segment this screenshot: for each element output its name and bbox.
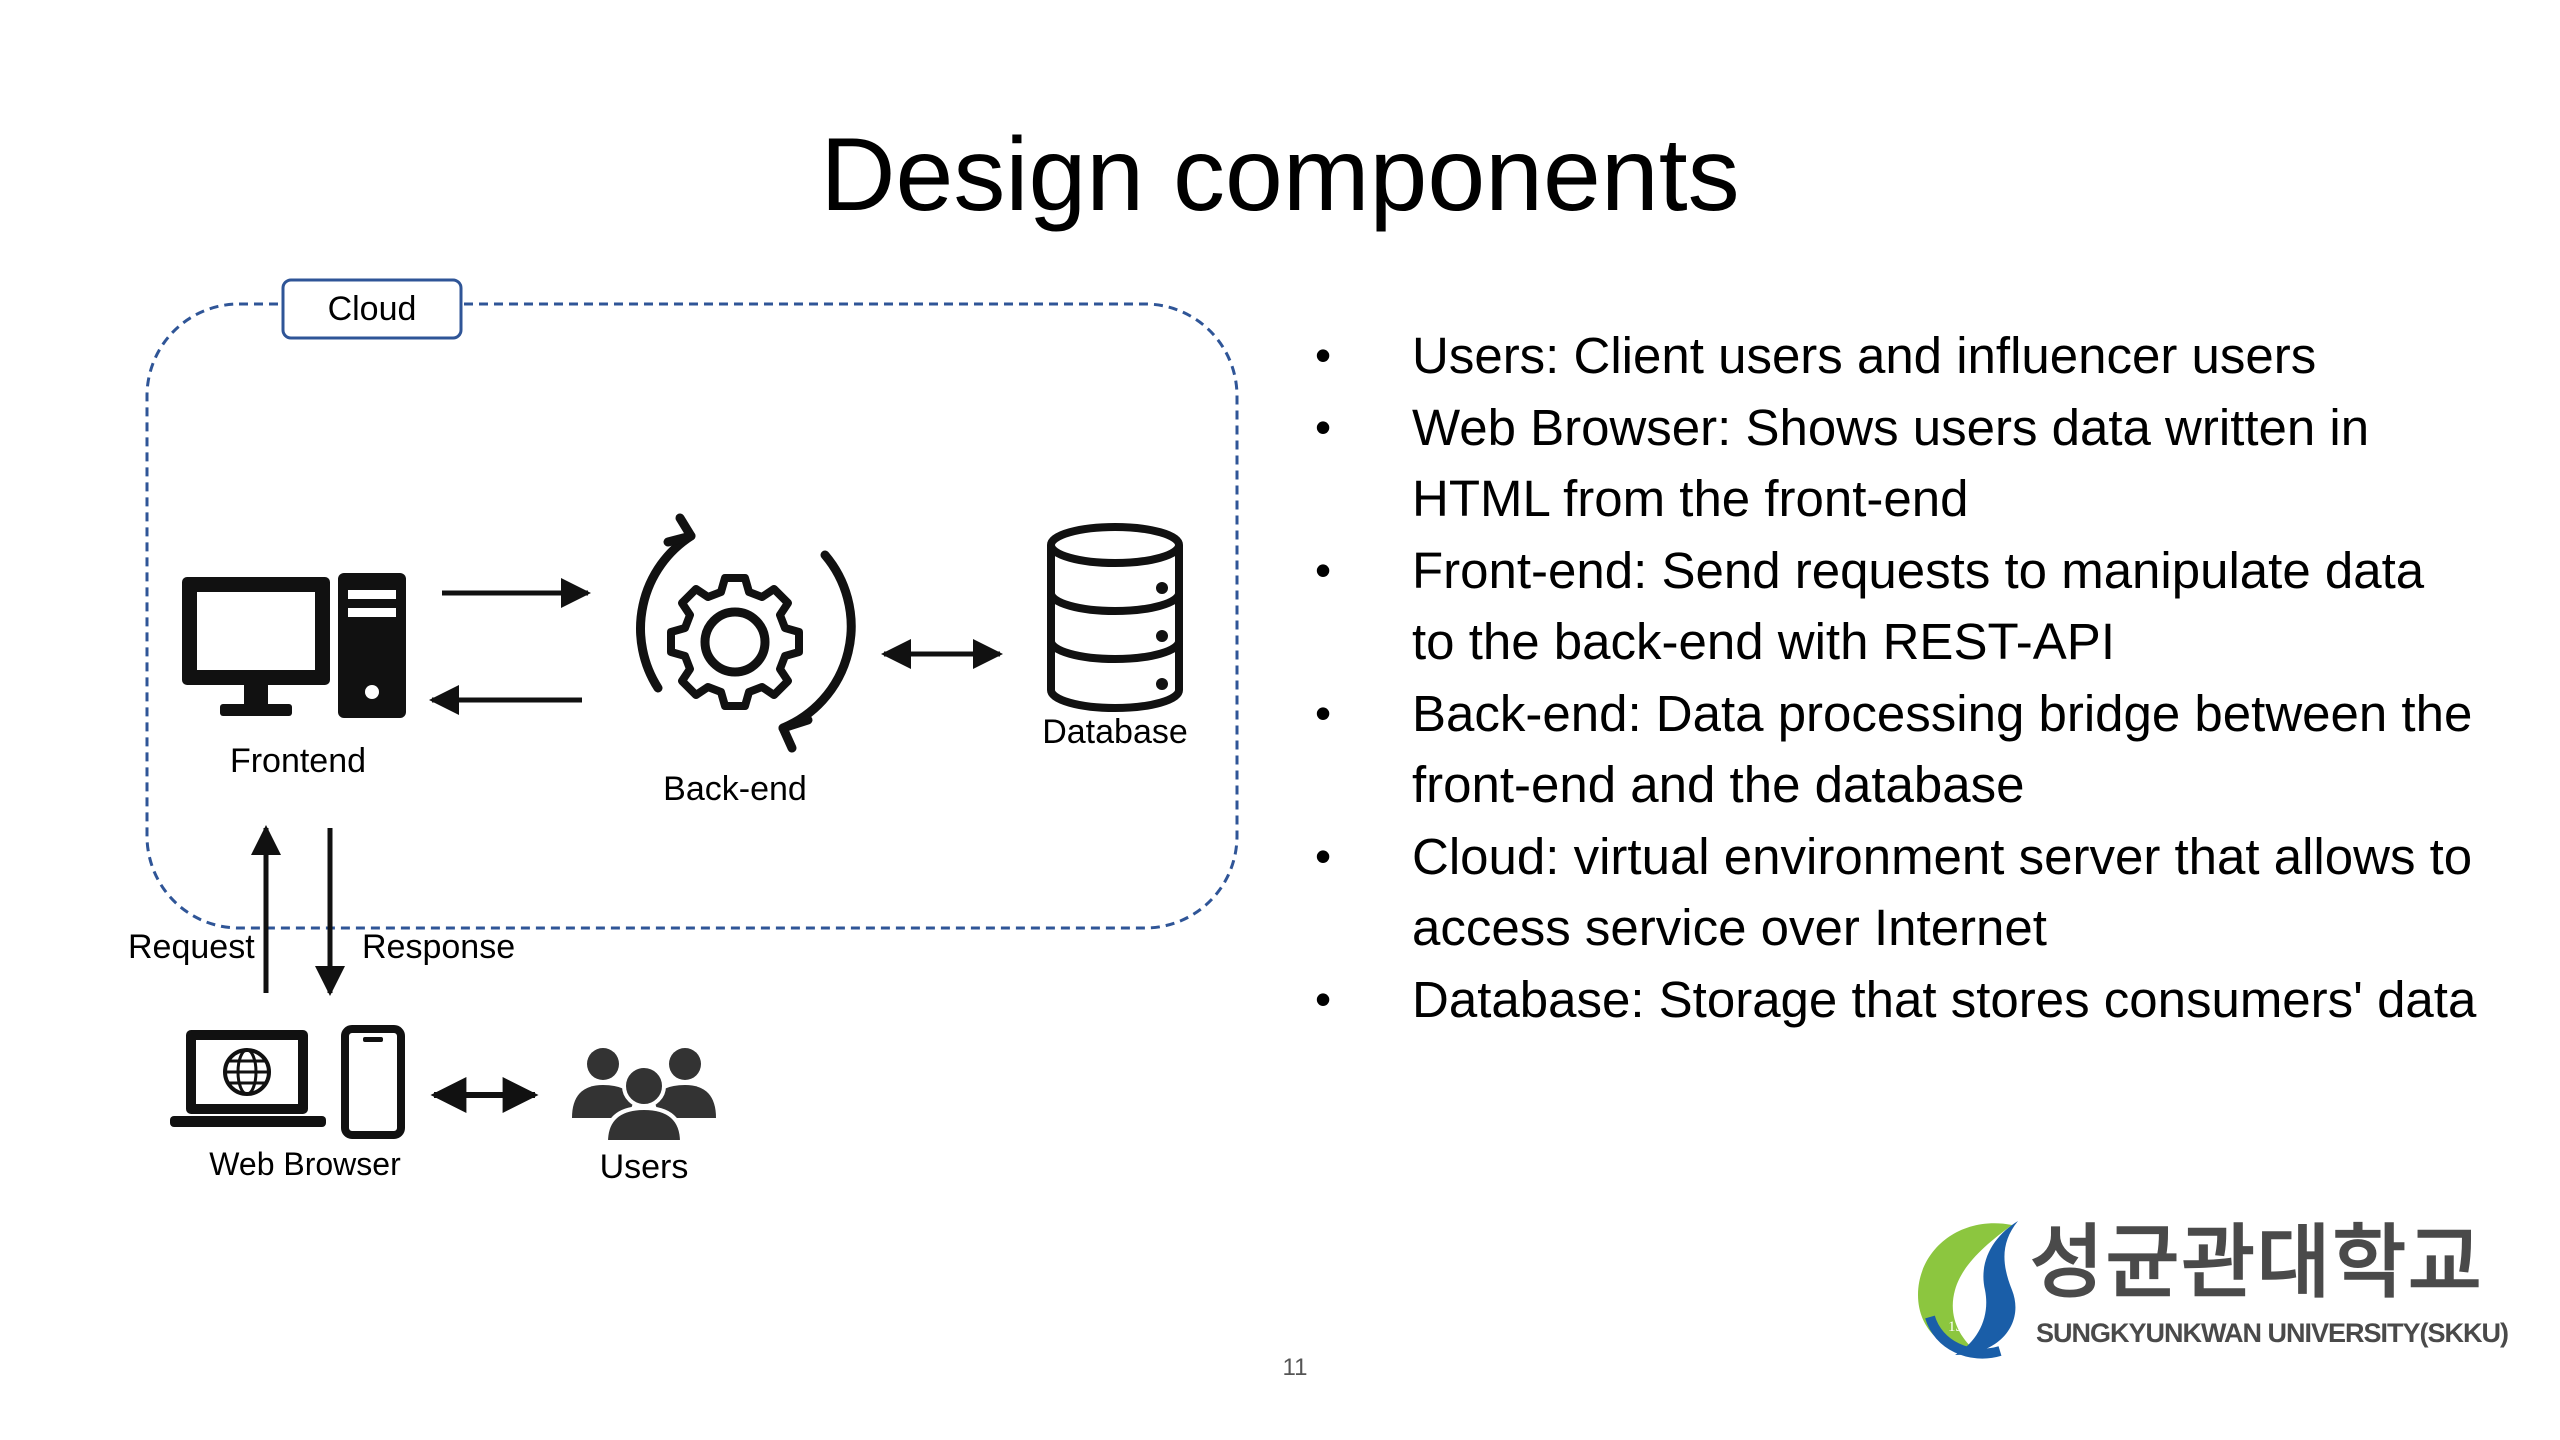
- bullet-back-end: • Back-end: Data processing bridge betwee…: [1300, 678, 2480, 821]
- response-label: Response: [362, 928, 515, 966]
- bullet-text: Database: Storage that stores consumers'…: [1412, 970, 2477, 1028]
- web-browser-label: Web Browser: [209, 1146, 401, 1182]
- logo-year: 1398: [1948, 1319, 1978, 1335]
- bullet-dot: •: [1315, 972, 1332, 1025]
- bullet-dot: •: [1315, 686, 1332, 739]
- bullet-dot: •: [1315, 829, 1332, 882]
- bullet-text: Front-end: Send requests to manipulate d…: [1412, 541, 2425, 671]
- bullet-dot: •: [1315, 543, 1332, 596]
- bullet-text: Back-end: Data processing bridge between…: [1412, 684, 2473, 814]
- page-number: 11: [1282, 1354, 1308, 1381]
- slide-title: Design components: [820, 117, 1740, 233]
- skku-logo-emblem: 1398: [1918, 1221, 2018, 1359]
- gear-cycle-icon: [636, 513, 856, 753]
- bullet-text: Cloud: virtual environment server that a…: [1412, 827, 2473, 957]
- bullet-dot: •: [1315, 400, 1332, 453]
- bullet-users: • Users: Client users and influencer user…: [1300, 320, 2480, 392]
- users-group-icon: [572, 1048, 716, 1144]
- bullet-front-end: • Front-end: Send requests to manipulate …: [1300, 535, 2480, 678]
- cloud-label-box: [281, 278, 463, 340]
- users-label: Users: [600, 1148, 689, 1186]
- frontend-label: Frontend: [230, 742, 366, 780]
- cloud-label: Cloud: [328, 290, 417, 328]
- bullet-web-browser: • Web Browser: Shows users data written i…: [1300, 392, 2480, 535]
- logo-english-name: SUNGKYUNKWAN UNIVERSITY(SKKU): [2036, 1318, 2509, 1348]
- database-label: Database: [1042, 713, 1188, 751]
- architecture-diagram: Cloud Frontend Back-end Database: [128, 278, 1239, 1186]
- bullet-dot: •: [1315, 329, 1332, 381]
- request-label: Request: [128, 928, 255, 966]
- desktop-computer-icon: [182, 573, 406, 718]
- database-indicator-dots: [1156, 582, 1168, 690]
- laptop-globe-icon: [170, 1030, 326, 1127]
- bullet-database: • Database: Storage that stores consumers…: [1300, 964, 2480, 1036]
- component-description-list: • Users: Client users and influencer user…: [1300, 320, 2480, 1035]
- logo-korean-name: 성균관대학교: [2030, 1218, 2484, 1307]
- bullet-text: Web Browser: Shows users data written in…: [1412, 398, 2370, 528]
- smartphone-icon: [341, 1025, 405, 1139]
- cloud-boundary: [145, 302, 1239, 930]
- bullet-cloud: • Cloud: virtual environment server that …: [1300, 821, 2480, 964]
- database-icon: [1047, 523, 1183, 712]
- backend-label: Back-end: [663, 770, 807, 808]
- bullet-text: Users: Client users and influencer users: [1412, 327, 2317, 384]
